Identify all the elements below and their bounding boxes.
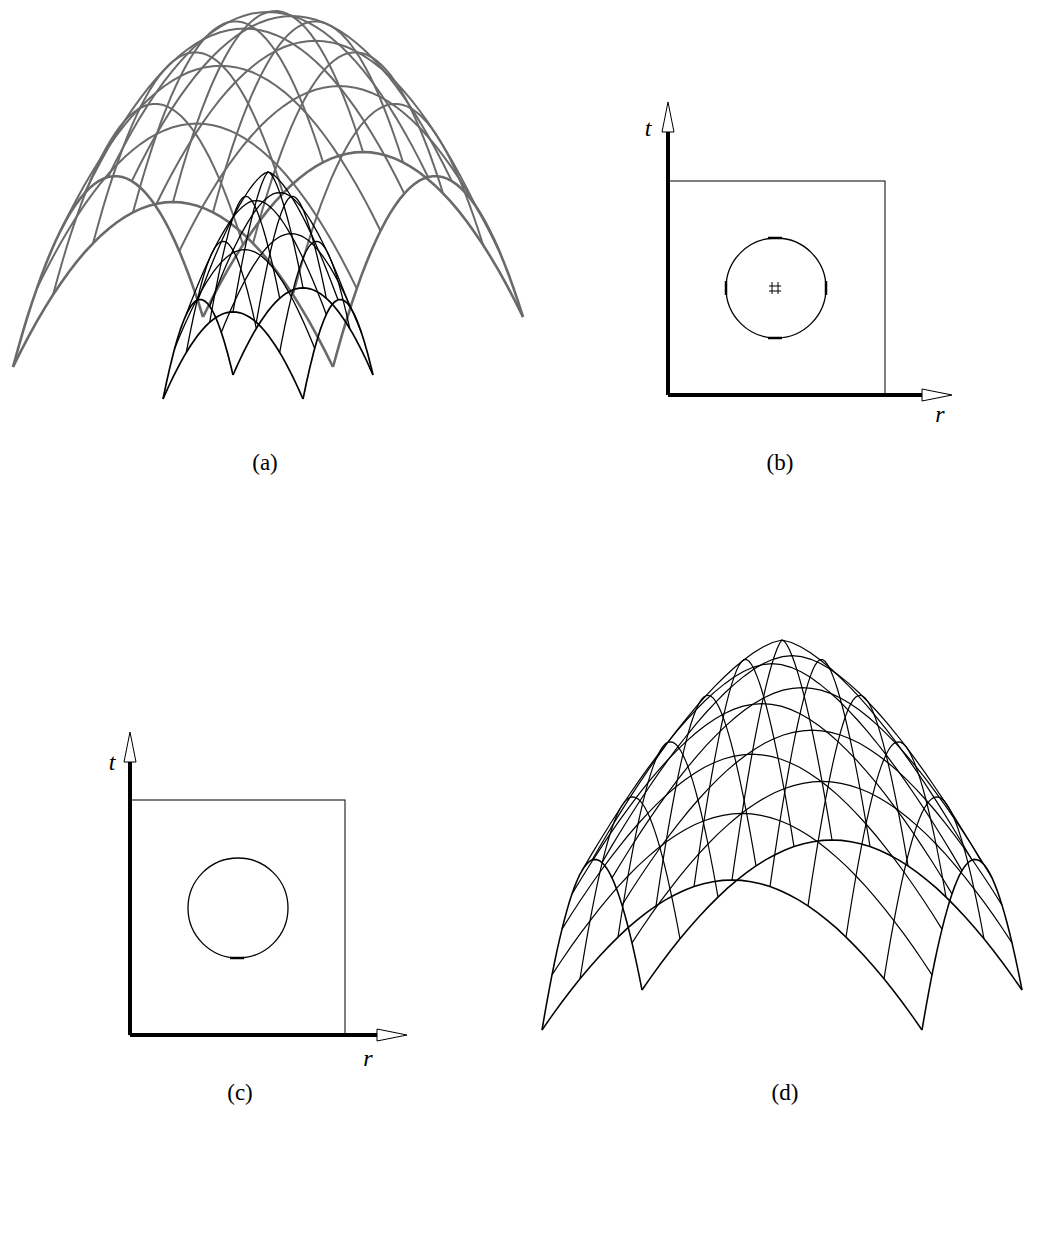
axis-label: r — [363, 1046, 372, 1070]
mesh-line — [642, 840, 1022, 990]
axis-label: t — [645, 116, 652, 140]
panel-label: (c) — [227, 1081, 253, 1104]
mesh-line — [61, 66, 381, 231]
mesh-line — [582, 664, 962, 871]
mesh-line — [108, 12, 428, 177]
mesh-line — [922, 859, 1022, 1030]
mesh-line — [203, 152, 523, 317]
mesh-line — [293, 104, 483, 295]
mesh-line — [572, 704, 952, 894]
mesh-line — [210, 193, 350, 307]
mesh-line — [303, 300, 373, 400]
mesh-line — [213, 22, 403, 213]
plot-axes — [124, 732, 407, 1041]
mesh-line — [280, 241, 350, 352]
mesh-line — [256, 196, 326, 322]
mesh-line — [612, 688, 992, 878]
panel-label: (a) — [252, 451, 278, 474]
mesh-line — [186, 201, 326, 315]
mesh-line — [233, 288, 373, 375]
mesh-line — [13, 176, 203, 367]
mesh-line — [592, 640, 972, 860]
panel-label: (d) — [772, 1081, 799, 1104]
mesh-line — [618, 742, 718, 937]
axis-label: r — [935, 402, 944, 426]
mesh-line — [562, 754, 942, 929]
outer-surface-mesh — [13, 11, 523, 367]
mesh-line — [694, 660, 794, 887]
mesh-line — [13, 202, 333, 367]
mesh-line — [53, 104, 243, 295]
mesh-line — [770, 660, 870, 887]
mesh-line — [632, 781, 1012, 942]
inner-surface-mesh — [163, 172, 373, 399]
axis-label: t — [109, 750, 116, 774]
mesh-line — [552, 813, 932, 974]
mesh-line — [580, 797, 680, 979]
mesh-line — [175, 250, 315, 349]
mesh-line — [253, 52, 443, 243]
mesh-line — [333, 176, 523, 367]
mesh-line — [163, 312, 303, 399]
panel-label: (b) — [767, 451, 794, 474]
mesh-line — [542, 880, 922, 1030]
surface-mesh — [542, 640, 1022, 1030]
mesh-line — [808, 695, 908, 906]
mesh-line — [884, 797, 984, 979]
mesh-line — [198, 172, 338, 300]
mesh-line — [656, 695, 756, 906]
plot-axes — [662, 102, 952, 401]
